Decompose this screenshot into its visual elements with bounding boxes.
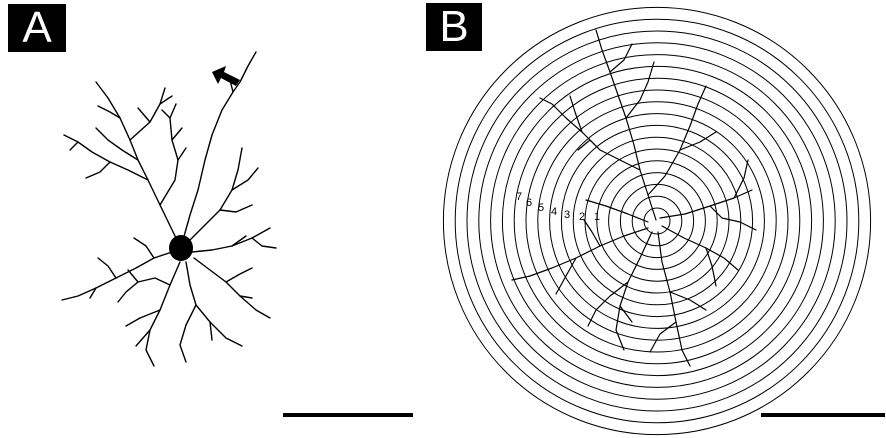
sholl-ring xyxy=(526,90,788,352)
panel-label-a: A xyxy=(8,4,66,52)
sholl-ring xyxy=(467,31,847,411)
sholl-ring xyxy=(561,125,752,316)
sholl-ring xyxy=(443,7,870,434)
ring-number-4: 4 xyxy=(551,206,557,218)
ring-number-6: 6 xyxy=(526,197,532,209)
sholl-ring xyxy=(491,55,824,388)
sholl-ring xyxy=(585,149,729,293)
sholl-ring xyxy=(609,173,706,270)
ring-number-2: 2 xyxy=(579,211,585,223)
sholl-ring xyxy=(597,161,717,281)
scale-bar-b xyxy=(761,413,885,417)
sholl-ring xyxy=(502,66,811,375)
sholl-ring xyxy=(514,78,800,364)
sholl-ring xyxy=(455,19,859,423)
ring-number-5: 5 xyxy=(538,202,544,214)
sholl-rings xyxy=(443,7,870,434)
ring-number-7: 7 xyxy=(516,191,522,203)
soma xyxy=(169,235,193,261)
ring-number-3: 3 xyxy=(564,209,570,221)
panel-label-b: B xyxy=(426,3,482,51)
ring-number-1: 1 xyxy=(594,211,600,223)
sholl-ring xyxy=(644,208,670,234)
sholl-ring xyxy=(479,43,835,399)
scale-bar-a xyxy=(283,413,413,417)
sholl-ring xyxy=(620,184,693,257)
sholl-ring xyxy=(632,196,682,246)
arrow-icon xyxy=(212,66,240,86)
neuron-tracing xyxy=(62,52,276,366)
